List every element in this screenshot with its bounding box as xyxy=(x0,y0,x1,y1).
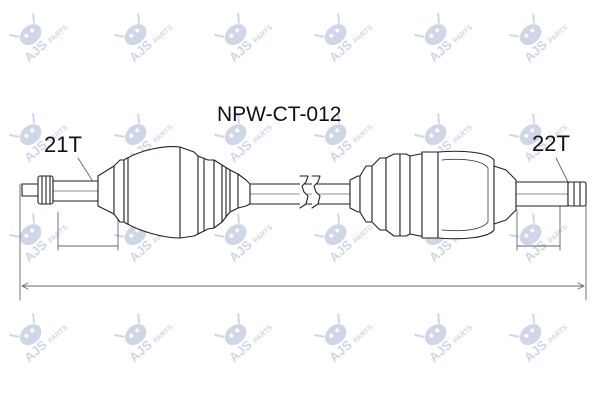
shaft-bar xyxy=(249,175,351,209)
bee-mascot-icon xyxy=(9,313,42,346)
part-number-label: NPW-CT-012 xyxy=(217,103,342,126)
right-spline-count-label: 22T xyxy=(532,131,570,156)
bee-mascot-icon xyxy=(214,13,247,46)
bee-mascot-icon xyxy=(114,313,147,346)
right-cv-joint xyxy=(349,150,587,240)
bee-mascot-icon xyxy=(509,213,542,246)
bee-mascot-icon xyxy=(509,113,542,146)
bee-mascot-icon xyxy=(314,213,347,246)
bee-mascot-icon xyxy=(214,113,247,146)
dimension-lines xyxy=(19,157,587,301)
bee-mascot-icon xyxy=(509,313,542,346)
bee-mascot-icon xyxy=(114,13,147,46)
bee-mascot-icon xyxy=(214,213,247,246)
bee-mascot-icon xyxy=(414,113,447,146)
bee-mascot-icon xyxy=(9,113,42,146)
bee-mascot-icon xyxy=(114,113,147,146)
bee-mascot-icon xyxy=(314,13,347,46)
bee-mascot-icon xyxy=(9,13,42,46)
bee-mascot-icon xyxy=(214,313,247,346)
bee-mascot-icon xyxy=(414,313,447,346)
bee-mascot-icon xyxy=(9,213,42,246)
bee-mascot-icon xyxy=(509,13,542,46)
bee-mascot-icon xyxy=(314,313,347,346)
left-spline-count-label: 21T xyxy=(44,132,82,157)
bee-mascot-icon xyxy=(314,113,347,146)
bee-mascot-icon xyxy=(414,13,447,46)
left-cv-joint xyxy=(21,146,251,239)
